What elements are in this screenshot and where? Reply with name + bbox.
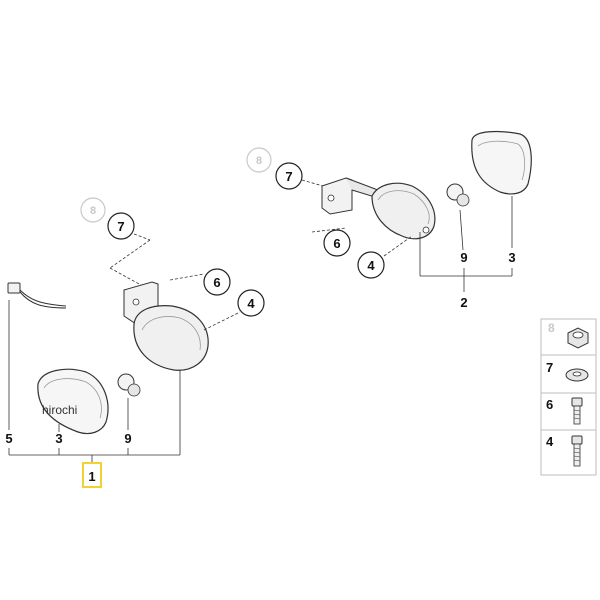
callout-left-8[interactable]: 8 [80,197,106,223]
callout-left-6-label: 6 [213,275,220,290]
nut-icon [567,327,589,349]
washer-icon [565,368,589,382]
right-bulb [446,183,470,251]
legend-row-nut[interactable]: 8 [548,321,589,349]
number-right-9[interactable]: 9 [460,250,467,265]
right-bracket [321,177,379,215]
left-assembly: 8 7 6 [5,197,265,488]
right-lens [471,130,532,248]
callout-left-6[interactable]: 6 [203,268,231,296]
callout-right-4[interactable]: 4 [357,251,385,279]
left-wire-connector [7,282,67,430]
callout-right-7-label: 7 [285,169,292,184]
legend-row-washer[interactable]: 7 [546,360,589,382]
number-left-3[interactable]: 3 [55,431,62,446]
watermark-text: hirochi [42,403,77,417]
number-left-9[interactable]: 9 [124,431,131,446]
callout-right-6-label: 6 [333,236,340,251]
callout-right-7[interactable]: 7 [275,162,303,190]
callout-left-7-label: 7 [117,219,124,234]
legend-row-bolt-short[interactable]: 6 [546,397,583,425]
number-left-1[interactable]: 1 [82,462,102,488]
callout-right-8[interactable]: 8 [246,147,272,173]
callout-left-4[interactable]: 4 [237,289,265,317]
callout-left-8-label: 8 [90,205,96,217]
legend-row-bolt-long[interactable]: 4 [546,434,583,467]
number-left-1-label: 1 [88,469,95,484]
number-right-3[interactable]: 3 [508,250,515,265]
number-right-2[interactable]: 2 [460,295,467,310]
left-bulb [117,373,141,430]
screw-icon [571,435,583,467]
left-group-bracket [8,448,181,462]
callout-right-6[interactable]: 6 [323,229,351,257]
legend-label-6: 6 [546,397,553,412]
legend-label-7: 7 [546,360,553,375]
left-lens [37,368,109,435]
bolt-icon [571,397,583,425]
right-turn-signal-housing [371,182,436,240]
parts-legend: 8 7 6 4 [540,318,597,476]
callout-right-8-label: 8 [256,155,262,167]
legend-label-8: 8 [548,321,555,335]
left-turn-signal-housing [133,305,209,452]
callout-left-7[interactable]: 7 [107,212,135,240]
right-assembly: 8 7 6 4 [246,130,532,310]
legend-label-4: 4 [546,434,554,449]
callout-left-4-label: 4 [247,296,255,311]
callout-right-4-label: 4 [367,258,375,273]
number-left-5[interactable]: 5 [5,431,12,446]
right-group-bracket [419,232,513,292]
